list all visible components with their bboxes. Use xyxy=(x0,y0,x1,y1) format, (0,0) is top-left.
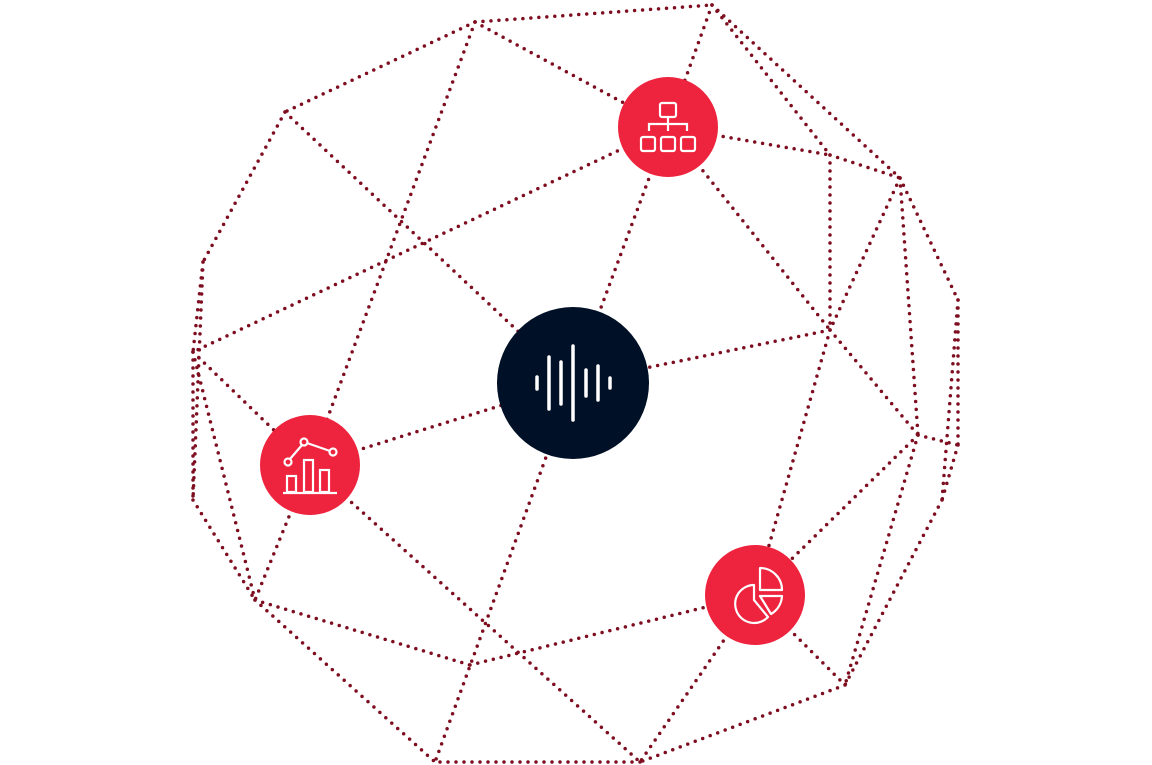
dotted-edge xyxy=(638,683,847,764)
dotted-edge xyxy=(940,443,960,502)
dotted-edge xyxy=(753,328,832,597)
dotted-edge xyxy=(898,176,960,302)
dotted-edge xyxy=(571,125,670,385)
dotted-edge xyxy=(843,498,944,687)
node-top xyxy=(618,77,718,177)
dotted-edge xyxy=(201,110,287,264)
node-center xyxy=(497,307,649,459)
node-bottom-right xyxy=(705,545,805,645)
dotted-edge xyxy=(253,598,472,667)
dotted-edge xyxy=(916,433,960,447)
dotted-edge xyxy=(666,3,714,129)
dotted-edge xyxy=(843,433,920,687)
audio-waveform-icon xyxy=(535,344,612,422)
dotted-edge xyxy=(433,381,575,764)
dotted-edge xyxy=(638,593,757,764)
bar-line-chart-icon xyxy=(283,437,338,495)
dotted-edge xyxy=(468,593,757,667)
dotted-edge xyxy=(666,125,832,157)
node-left xyxy=(260,415,360,515)
dotted-edge xyxy=(898,176,920,437)
dotted-edge xyxy=(753,593,847,687)
dotted-edge xyxy=(191,260,205,354)
dotted-edge xyxy=(308,381,575,467)
dotted-edge xyxy=(710,3,832,157)
dotted-edge xyxy=(666,125,832,332)
org-chart-hierarchy-icon xyxy=(639,101,697,153)
dotted-edge xyxy=(191,498,257,602)
dotted-edge xyxy=(828,328,920,437)
dotted-edge xyxy=(191,350,257,602)
pie-chart-icon xyxy=(734,566,784,625)
dotted-edge xyxy=(710,3,902,180)
dotted-edge xyxy=(191,125,670,354)
dotted-edge xyxy=(828,176,902,332)
dotted-edge xyxy=(308,20,477,467)
dotted-edge xyxy=(191,260,205,502)
dotted-edge xyxy=(253,598,437,764)
dotted-edge xyxy=(473,3,714,24)
dotted-edge xyxy=(283,20,477,114)
dotted-edge xyxy=(308,463,642,764)
dotted-edge xyxy=(940,298,960,502)
node-left-circle xyxy=(260,415,360,515)
